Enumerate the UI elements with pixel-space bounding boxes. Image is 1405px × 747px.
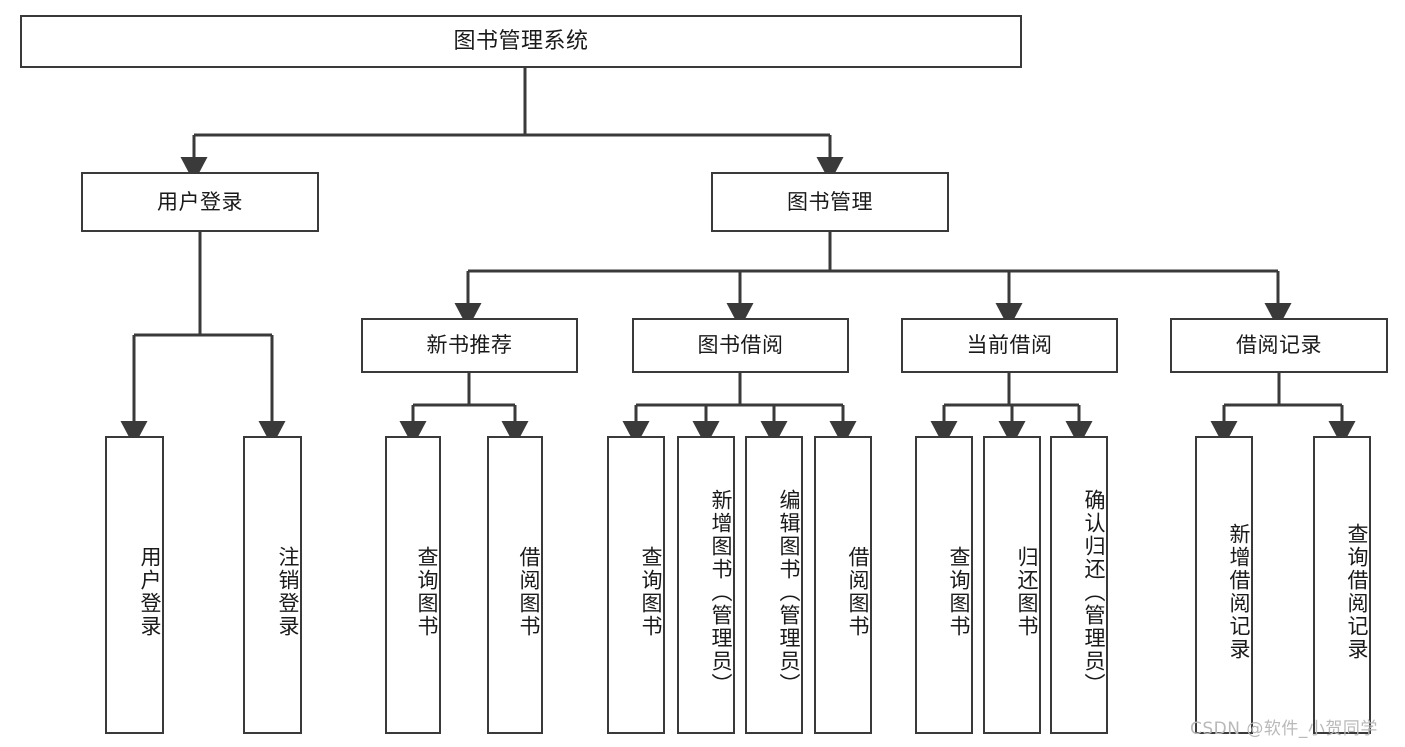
- node-label: 查询借阅记录: [1345, 523, 1369, 661]
- node-root[interactable]: 图书管理系统: [20, 15, 1022, 68]
- node-label: 借阅图书: [846, 546, 870, 638]
- node-leaf-edit-book[interactable]: 编辑图书（管理员）: [745, 436, 803, 734]
- node-leaf-query-record[interactable]: 查询借阅记录: [1313, 436, 1371, 734]
- csdn-watermark: CSDN @软件_小贺同学: [1190, 719, 1378, 739]
- node-label: 借阅图书: [517, 546, 541, 638]
- node-user-login[interactable]: 用户登录: [81, 172, 319, 232]
- node-label: 新增图书（管理员）: [709, 488, 733, 696]
- node-label: 当前借阅: [966, 333, 1053, 358]
- node-current-borrow[interactable]: 当前借阅: [901, 318, 1118, 373]
- node-new-book-rec[interactable]: 新书推荐: [361, 318, 578, 373]
- node-label: 查询图书: [639, 546, 663, 638]
- node-leaf-user-login[interactable]: 用户登录: [105, 436, 164, 734]
- node-leaf-return-book[interactable]: 归还图书: [983, 436, 1041, 734]
- node-leaf-add-record[interactable]: 新增借阅记录: [1195, 436, 1253, 734]
- node-leaf-query-book-3[interactable]: 查询图书: [915, 436, 973, 734]
- node-book-manage[interactable]: 图书管理: [711, 172, 949, 232]
- node-label: 图书管理: [787, 189, 873, 214]
- node-label: 图书管理系统: [453, 28, 589, 54]
- node-label: 新增借阅记录: [1227, 523, 1251, 661]
- node-leaf-logout[interactable]: 注销登录: [243, 436, 302, 734]
- node-label: 查询图书: [947, 546, 971, 638]
- node-label: 用户登录: [157, 189, 243, 214]
- node-label: 图书借阅: [697, 333, 784, 358]
- node-leaf-query-book-2[interactable]: 查询图书: [607, 436, 665, 734]
- node-label: 注销登录: [276, 546, 300, 638]
- node-label: 借阅记录: [1236, 333, 1322, 358]
- node-leaf-borrow-book-1[interactable]: 借阅图书: [487, 436, 543, 734]
- node-label: 归还图书: [1015, 546, 1039, 638]
- node-label: 新书推荐: [426, 333, 513, 358]
- node-label: 确认归还（管理员）: [1082, 488, 1106, 696]
- node-label: 编辑图书（管理员）: [777, 488, 801, 696]
- node-leaf-add-book[interactable]: 新增图书（管理员）: [677, 436, 735, 734]
- node-label: 查询图书: [415, 546, 439, 638]
- node-leaf-query-book-1[interactable]: 查询图书: [385, 436, 441, 734]
- node-leaf-borrow-book-2[interactable]: 借阅图书: [814, 436, 872, 734]
- node-leaf-confirm-return[interactable]: 确认归还（管理员）: [1050, 436, 1108, 734]
- node-label: 用户登录: [138, 546, 162, 638]
- node-borrow-record[interactable]: 借阅记录: [1170, 318, 1388, 373]
- node-book-borrow[interactable]: 图书借阅: [632, 318, 849, 373]
